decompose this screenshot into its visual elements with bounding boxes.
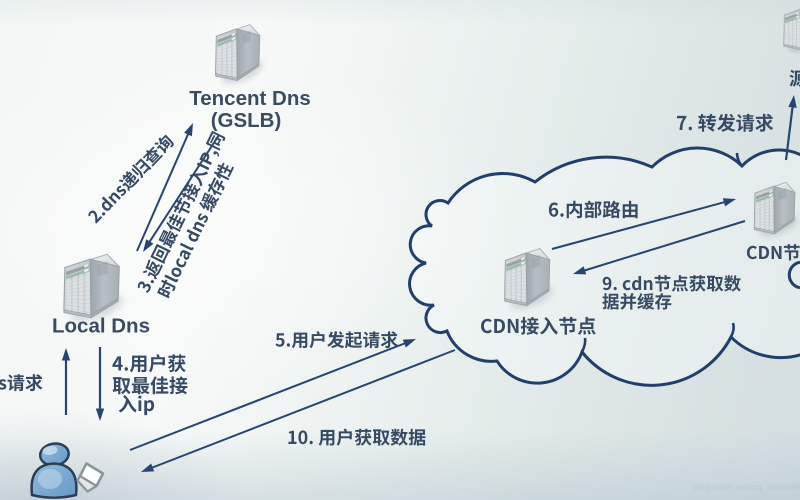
svg-text:blog.csdn.net/qq_38693695: blog.csdn.net/qq_38693695 (692, 482, 800, 493)
svg-text:(GSLB): (GSLB) (211, 109, 282, 132)
svg-text:Tencent Dns: Tencent Dns (189, 87, 311, 110)
svg-text:Local Dns: Local Dns (52, 315, 150, 338)
